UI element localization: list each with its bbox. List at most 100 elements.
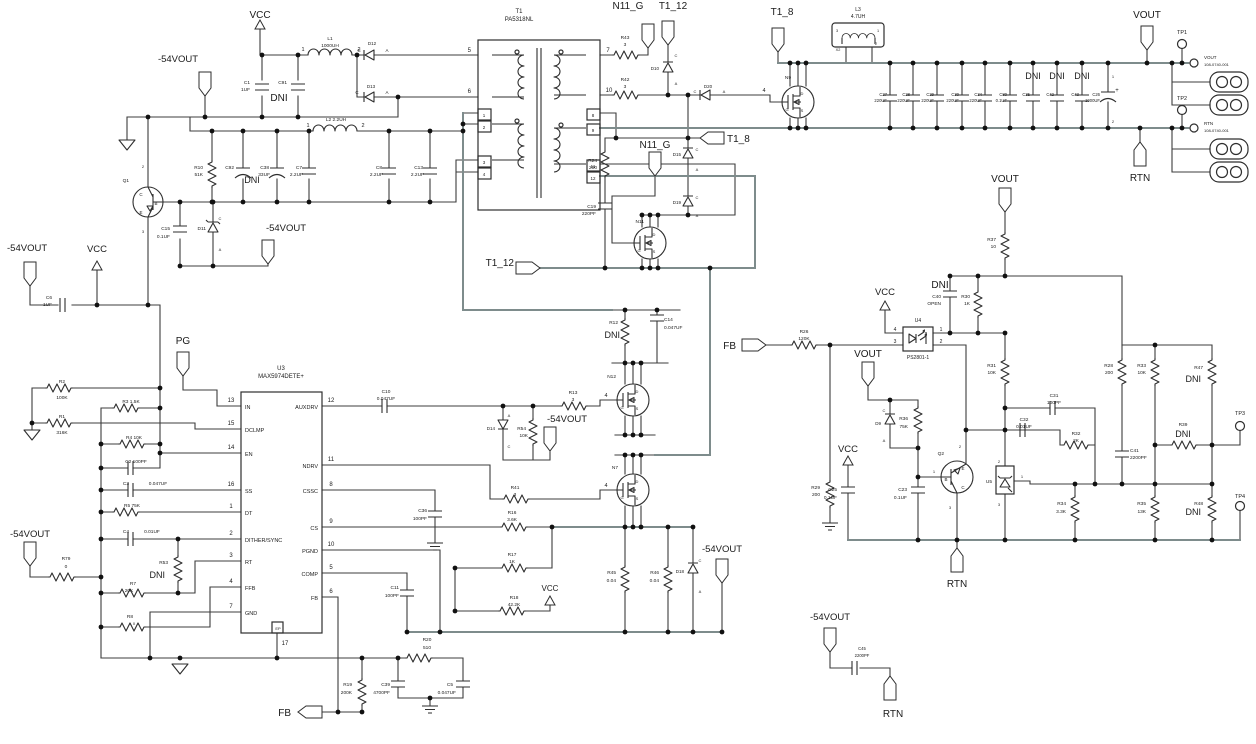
r28-ref: R28 (1104, 363, 1113, 369)
ground-top-left (118, 139, 136, 151)
resistor-r35 (1150, 494, 1160, 524)
resistor-r2 (44, 383, 74, 393)
diode-d14 (497, 419, 509, 430)
flag-54vout-4 (543, 426, 557, 452)
r46-ref: R46 (650, 570, 659, 576)
fet-n11-g: G (637, 248, 640, 253)
c27-val: 220UF (874, 98, 887, 103)
flag-pg (176, 351, 190, 377)
l1-val: 1000UH (321, 43, 339, 49)
n9-ref: N9 (785, 75, 791, 81)
resistor-r37 (1000, 231, 1010, 261)
transformer-t1 (477, 39, 601, 211)
r17-ref: R17 (508, 552, 517, 558)
l3-p3: 3 (836, 29, 838, 33)
r48-ref: R48 (1194, 501, 1203, 507)
flag-n11g-2 (648, 151, 662, 177)
u3-dclmp: DCLMP (245, 428, 265, 434)
r42-ref: R42 (621, 77, 630, 83)
fet-n9-g: G (785, 107, 788, 112)
resistor-r45 (620, 564, 630, 594)
d10-a: A (675, 81, 678, 86)
ic-u4-optocoupler (902, 326, 934, 352)
u3-pgnd: PGND (302, 549, 318, 555)
u3-ep: EP (275, 626, 281, 631)
r10-ref: R10 (194, 165, 203, 171)
u3-pin16: 16 (228, 482, 235, 488)
component-layer (23, 19, 1249, 719)
u3-pin17: 17 (282, 641, 289, 647)
t1-p7: 7 (606, 48, 610, 54)
t1-p1: 1 (483, 113, 486, 118)
net-54vout-3: -54VOUT (10, 529, 50, 540)
u3-dt: DT (245, 511, 253, 517)
fet-n11-s: S (653, 249, 656, 254)
diode-d13 (363, 91, 375, 103)
c29-ref: C29 (926, 92, 934, 97)
u3-rt: RT (245, 560, 253, 566)
net-54vout-top: -54VOUT (158, 54, 198, 65)
u3-pin4: 4 (229, 579, 233, 585)
r43-val: 3 (624, 42, 627, 48)
l1-ref: L1 (327, 36, 333, 42)
r29-ref: R29 (811, 485, 820, 491)
c8-ref: C8 (376, 165, 382, 171)
r13-ref: R13 (569, 390, 578, 396)
l3-p2: 2 (875, 42, 877, 46)
u3-ss: SS (245, 489, 253, 495)
resistor-r4 (117, 439, 147, 449)
u4-ref: U4 (915, 318, 922, 324)
resistor-r1 (44, 418, 74, 428)
r32-ref: R32 (1072, 431, 1081, 437)
l3-px2: X2 (836, 48, 841, 52)
r54-ref: R54 (517, 426, 526, 432)
r3-ref: R3 1.5K (122, 399, 140, 405)
c26-ref: C26 (1092, 92, 1100, 97)
u3-comp: COMP (302, 572, 319, 578)
l3-p1: 1 (877, 29, 879, 33)
flag-54vout-3 (23, 541, 37, 567)
resistor-r16 (499, 522, 529, 532)
tp4-label: TP4 (1235, 494, 1245, 500)
mosfet-n9 (781, 85, 815, 119)
r32-val: 2K (1073, 438, 1080, 444)
c43-dni: DNI (1074, 71, 1090, 81)
d14-c: C (508, 444, 511, 449)
testpoint-tp2 (1176, 104, 1188, 116)
capacitor-c45 (851, 660, 858, 676)
conn-rtn-part: 108-0740-001 (1204, 128, 1230, 133)
d10-ref: D10 (651, 66, 660, 71)
c30-val: 220UF (946, 98, 959, 103)
r2-ref: R2 (59, 379, 65, 385)
fet-n7-s: S (636, 496, 639, 501)
r46-val: 0.04 (650, 578, 660, 584)
resistor-r18 (497, 606, 527, 616)
resistor-r31 (1000, 357, 1010, 387)
capacitor-c8 (381, 167, 397, 175)
transistor-q1 (132, 186, 164, 218)
r19-val: 200K (341, 690, 353, 696)
fet-n7-g: G (620, 495, 623, 500)
resistor-r36 (913, 405, 923, 435)
c23-ref: C23 (898, 487, 907, 493)
r79-ref: R79 (62, 556, 71, 562)
vcc-arrow-2 (91, 260, 103, 271)
diode-d10 (662, 61, 674, 73)
net-fb-1: FB (723, 341, 736, 352)
t1-p11: 11 (591, 164, 596, 169)
q2-p1: 1 (933, 469, 936, 474)
u4-part: PS2801-1 (907, 355, 929, 361)
u4-p3: 3 (894, 339, 897, 345)
r33-ref: R33 (1137, 363, 1146, 369)
resistor-r33 (1150, 357, 1160, 387)
connector-rtn-pin (1189, 123, 1199, 133)
c26-p1: 1 (1112, 74, 1115, 79)
t1-p5: 5 (468, 48, 472, 54)
net-vout-1: VOUT (1133, 10, 1161, 21)
u3-part: MAX5974DETE+ (258, 374, 304, 380)
net-54vout-6: -54VOUT (810, 612, 850, 623)
capacitor-c40 (942, 290, 958, 298)
l2-p2: 2 (361, 123, 364, 129)
c1-val: 1UF (241, 87, 250, 93)
d19-ref: D19 (673, 200, 682, 205)
